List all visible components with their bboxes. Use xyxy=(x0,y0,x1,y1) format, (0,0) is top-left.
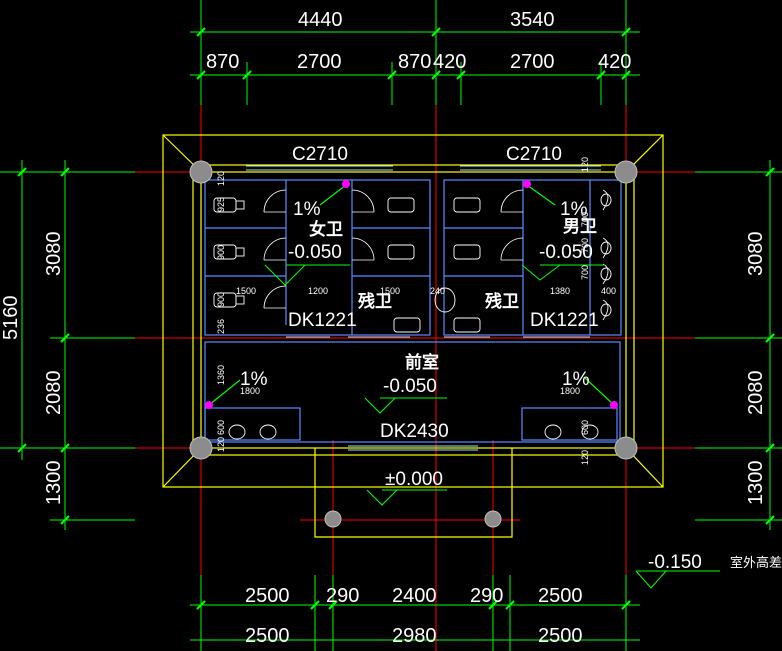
column-ne xyxy=(614,160,638,184)
dim-right-detail-2: 2080 xyxy=(745,371,767,416)
dim-bottom-row2-1: 2500 xyxy=(245,625,290,647)
room-label-men: 男卫 xyxy=(563,217,597,236)
exterior-walls xyxy=(192,164,635,456)
sdim-right-stall-1: 120 xyxy=(580,157,590,172)
windows xyxy=(246,165,601,171)
floor-drains xyxy=(205,180,618,409)
window-label-right: C2710 xyxy=(506,144,562,165)
column-porch-right xyxy=(484,510,502,528)
sdim-vest-right-1: 1800 xyxy=(560,386,580,396)
sdim-left-stall-5: 236 xyxy=(216,319,226,334)
dim-bottom-row1-4: 290 xyxy=(470,585,503,607)
dim-left-detail-3: 1300 xyxy=(43,461,65,506)
slope-arrows xyxy=(208,184,615,406)
room-label-women: 女卫 xyxy=(309,219,343,239)
dimension-ticks xyxy=(17,27,775,610)
column-se xyxy=(614,436,638,460)
level-markers xyxy=(264,264,720,589)
level-men: -0.050 xyxy=(539,242,593,263)
door-label-left: DK1221 xyxy=(288,310,357,331)
dim-top-overall-2: 3540 xyxy=(510,9,555,31)
sdim-width-4: 240 xyxy=(430,286,445,296)
sdim-width-3: 1500 xyxy=(380,286,400,296)
sdim-width-5: 1380 xyxy=(550,286,570,296)
dim-bottom-row2-3: 2500 xyxy=(538,625,583,647)
column-sw xyxy=(189,436,213,460)
level-vestibule: -0.050 xyxy=(383,376,437,397)
dim-top-detail-1: 870 xyxy=(206,51,239,73)
dim-bottom-row2-2: 2980 xyxy=(392,625,437,647)
dim-left-detail-2: 2080 xyxy=(43,371,65,416)
dim-bottom-row1-5: 2500 xyxy=(538,585,583,607)
door-label-main: DK2430 xyxy=(380,421,449,442)
level-women: -0.050 xyxy=(288,242,342,263)
dim-left-detail-1: 3080 xyxy=(43,232,65,277)
dim-top-detail-4: 420 xyxy=(433,51,466,73)
dim-bottom-row1-3: 2400 xyxy=(392,585,437,607)
sdim-left-stall-4: 900 xyxy=(216,292,226,307)
outdoor-label: 室外高差 xyxy=(730,555,782,570)
level-entrance: ±0.000 xyxy=(385,469,443,490)
slope-women: 1% xyxy=(293,199,321,220)
dim-right-detail-1: 3080 xyxy=(745,232,767,277)
sdim-width-6: 400 xyxy=(601,286,616,296)
dim-right-detail-3: 1300 xyxy=(745,461,767,506)
partitions xyxy=(204,179,622,443)
columns xyxy=(189,160,638,528)
sdim-left-stall-3: 900 xyxy=(216,245,226,260)
dim-top-detail-6: 420 xyxy=(598,51,631,73)
column-porch-left xyxy=(324,510,342,528)
sdim-vest-right-2: 600 xyxy=(580,420,590,435)
sdim-vest-left-2: 1800 xyxy=(240,386,260,396)
sdim-left-stall-2: 925 xyxy=(216,197,226,212)
sdim-vest-right-3: 120 xyxy=(580,450,590,465)
door-openings xyxy=(286,336,590,451)
room-label-accessible-left: 残卫 xyxy=(358,291,392,311)
dim-top-detail-2: 2700 xyxy=(297,51,342,73)
sdim-vest-left-4: 120 xyxy=(216,437,226,452)
sdim-right-stall-2: 700 xyxy=(580,212,590,227)
door-label-right: DK1221 xyxy=(530,310,599,331)
dim-bottom-row1-2: 290 xyxy=(326,585,359,607)
slope-vestibule-left: 1% xyxy=(240,369,268,390)
dim-top-detail-3: 870 xyxy=(398,51,431,73)
dim-top-detail-5: 2700 xyxy=(510,51,555,73)
toilet-fixtures xyxy=(213,189,612,440)
slope-men: 1% xyxy=(560,199,588,220)
sdim-right-stall-3: 700 xyxy=(580,238,590,253)
window-label-left: C2710 xyxy=(292,144,348,165)
sdim-width-1: 1500 xyxy=(236,286,256,296)
sdim-vest-left-1: 1360 xyxy=(216,365,226,385)
stall-doors xyxy=(263,189,524,309)
level-outdoor: -0.150 xyxy=(648,552,702,573)
room-label-vestibule: 前室 xyxy=(405,352,439,372)
dim-bottom-row1-1: 2500 xyxy=(245,585,290,607)
sdim-left-stall-1: 120 xyxy=(216,171,226,186)
column-nw xyxy=(189,160,213,184)
room-label-accessible-right: 残卫 xyxy=(485,291,519,311)
dim-left-overall: 5160 xyxy=(0,296,22,341)
sdim-width-2: 1200 xyxy=(308,286,328,296)
slope-vestibule-right: 1% xyxy=(562,369,590,390)
sdim-vest-left-3: 600 xyxy=(216,420,226,435)
sdim-right-stall-4: 700 xyxy=(580,265,590,280)
dim-top-overall-1: 4440 xyxy=(298,9,343,31)
